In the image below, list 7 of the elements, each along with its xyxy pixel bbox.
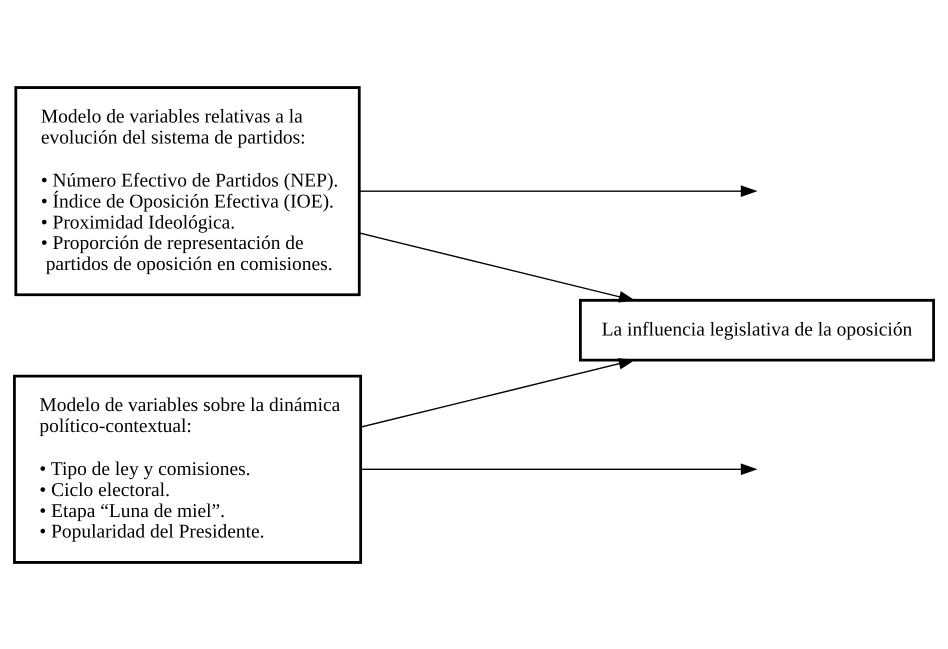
node-box: Modelo de variables relativas a la evolución del sistema de partidos: • Número Efectivo de Partidos (NEP). • Índice de Oposición Efectiva (IOE). • Proximidad Ideológica. • Proporción de representación de partidos de oposición en comisiones. bbox=[14, 86, 361, 296]
arrow bbox=[360, 462, 758, 475]
node-box: La influencia legislativa de la oposición bbox=[579, 298, 935, 361]
arrow bbox=[359, 184, 758, 196]
arrow bbox=[359, 232, 636, 302]
node-box: Modelo de variables sobre la dinámica político-contextual: • Tipo de ley y comisiones. • Ciclo electoral. • Etapa “Luna de miel”. • Popularidad del Presidente. bbox=[13, 374, 362, 564]
arrow bbox=[360, 358, 636, 428]
